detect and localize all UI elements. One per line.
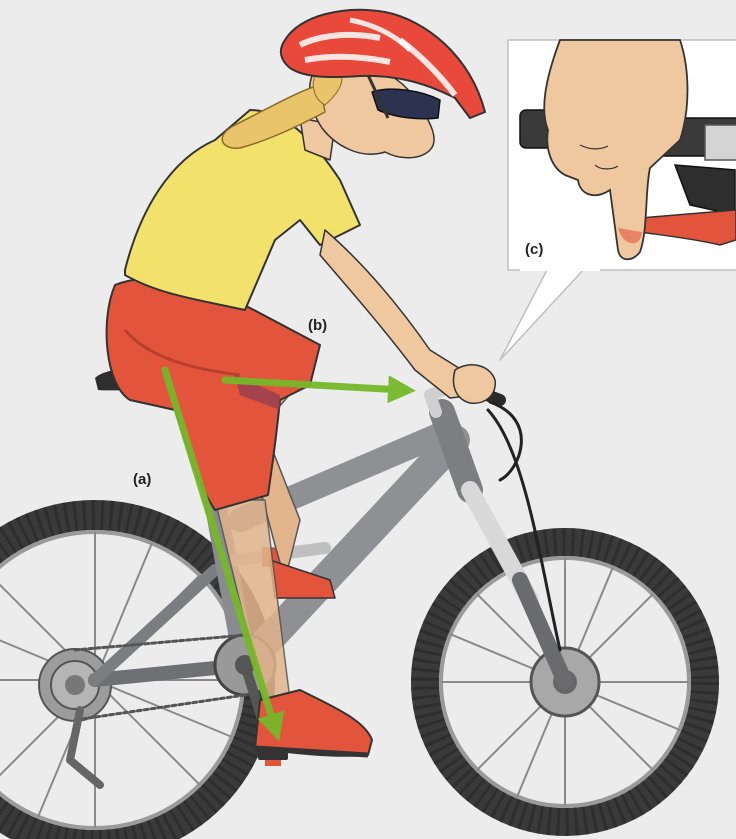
label-b: (b) [308, 317, 327, 334]
label-a: (a) [133, 471, 151, 488]
brake-lever-callout [500, 40, 736, 360]
label-c: (c) [525, 241, 543, 258]
